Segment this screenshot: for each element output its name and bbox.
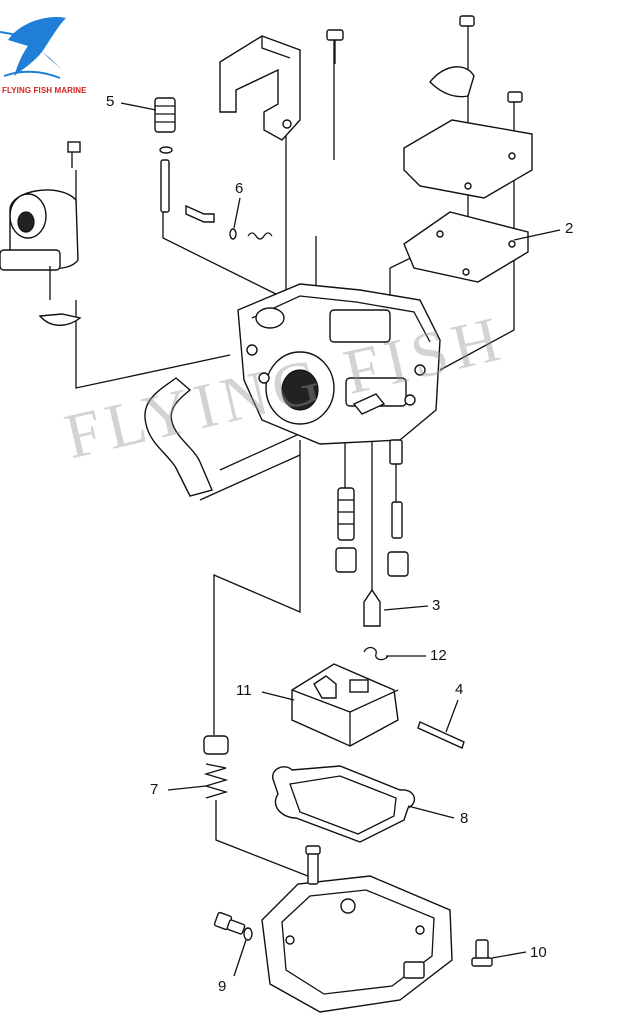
choke-solenoid-part bbox=[0, 141, 82, 326]
callout-5: 5 bbox=[106, 93, 115, 110]
part-4-float-pin bbox=[417, 721, 465, 749]
callout-10: 10 bbox=[530, 944, 547, 961]
main-jets-group bbox=[335, 439, 409, 577]
part-6-pilot-screw bbox=[185, 204, 273, 240]
part-5-pilot-jet bbox=[154, 97, 176, 213]
callout-3: 3 bbox=[432, 597, 441, 614]
carburetor-body bbox=[237, 283, 441, 445]
part-12-clip bbox=[363, 646, 389, 661]
logo-text: FLYING FISH MARINE bbox=[2, 86, 87, 95]
callout-9: 9 bbox=[218, 978, 227, 995]
callout-6: 6 bbox=[235, 180, 244, 197]
part-3-needle-valve bbox=[363, 588, 381, 627]
part-11-float bbox=[291, 663, 399, 747]
callout-8: 8 bbox=[460, 810, 469, 827]
callout-2: 2 bbox=[565, 220, 574, 237]
callout-leaders bbox=[120, 102, 561, 977]
part-2-cover-and-gasket bbox=[403, 15, 533, 283]
callout-11: 11 bbox=[236, 682, 252, 699]
fuel-hose bbox=[144, 377, 213, 497]
callout-4: 4 bbox=[455, 681, 464, 698]
fish-logo-icon bbox=[0, 16, 66, 79]
part-7-spring bbox=[203, 735, 229, 799]
part-9-drain-screw bbox=[213, 911, 253, 941]
part-10-screw bbox=[471, 939, 493, 967]
float-chamber bbox=[261, 845, 453, 1013]
callout-12: 12 bbox=[430, 647, 447, 664]
part-8-gasket bbox=[272, 765, 416, 843]
top-bracket bbox=[219, 29, 344, 141]
callout-7: 7 bbox=[150, 781, 159, 798]
